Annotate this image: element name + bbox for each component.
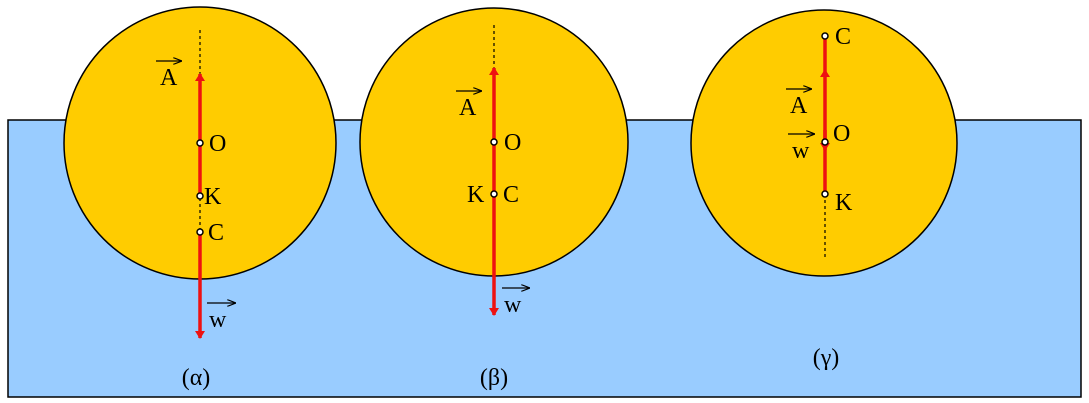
point-o-alpha <box>196 139 204 147</box>
point-c-gamma <box>821 32 829 40</box>
force-label-a-gamma: A <box>790 93 808 119</box>
point-o-beta <box>490 138 498 146</box>
force-label-w-gamma: w <box>792 138 810 164</box>
label-o-alpha: O <box>209 131 226 157</box>
point-k-alpha <box>196 192 204 200</box>
label-k-gamma: K <box>835 190 853 216</box>
point-o-gamma <box>821 138 829 146</box>
label-c-alpha: C <box>208 220 224 246</box>
force-label-w-beta: w <box>504 292 522 318</box>
label-k-beta: K <box>467 182 485 208</box>
force-label-w-alpha: w <box>209 307 227 333</box>
force-label-a-beta: A <box>459 95 477 121</box>
caption-gamma: (γ) <box>813 345 840 371</box>
label-k-alpha: K <box>204 184 222 210</box>
panel-beta: O K C A w (β) <box>359 7 629 391</box>
panel-alpha: O K C A w (α) <box>63 6 337 391</box>
label-o-beta: O <box>504 130 521 156</box>
label-c-gamma: C <box>835 24 851 50</box>
label-o-gamma: O <box>833 121 850 147</box>
panel-gamma: C O K A w (γ) <box>690 9 958 371</box>
point-k-gamma <box>821 190 829 198</box>
label-c-beta: C <box>503 182 519 208</box>
point-c-alpha <box>196 228 204 236</box>
force-label-a-alpha: A <box>160 65 178 91</box>
point-kc-beta <box>490 190 498 198</box>
caption-alpha: (α) <box>182 365 211 391</box>
caption-beta: (β) <box>480 365 508 391</box>
